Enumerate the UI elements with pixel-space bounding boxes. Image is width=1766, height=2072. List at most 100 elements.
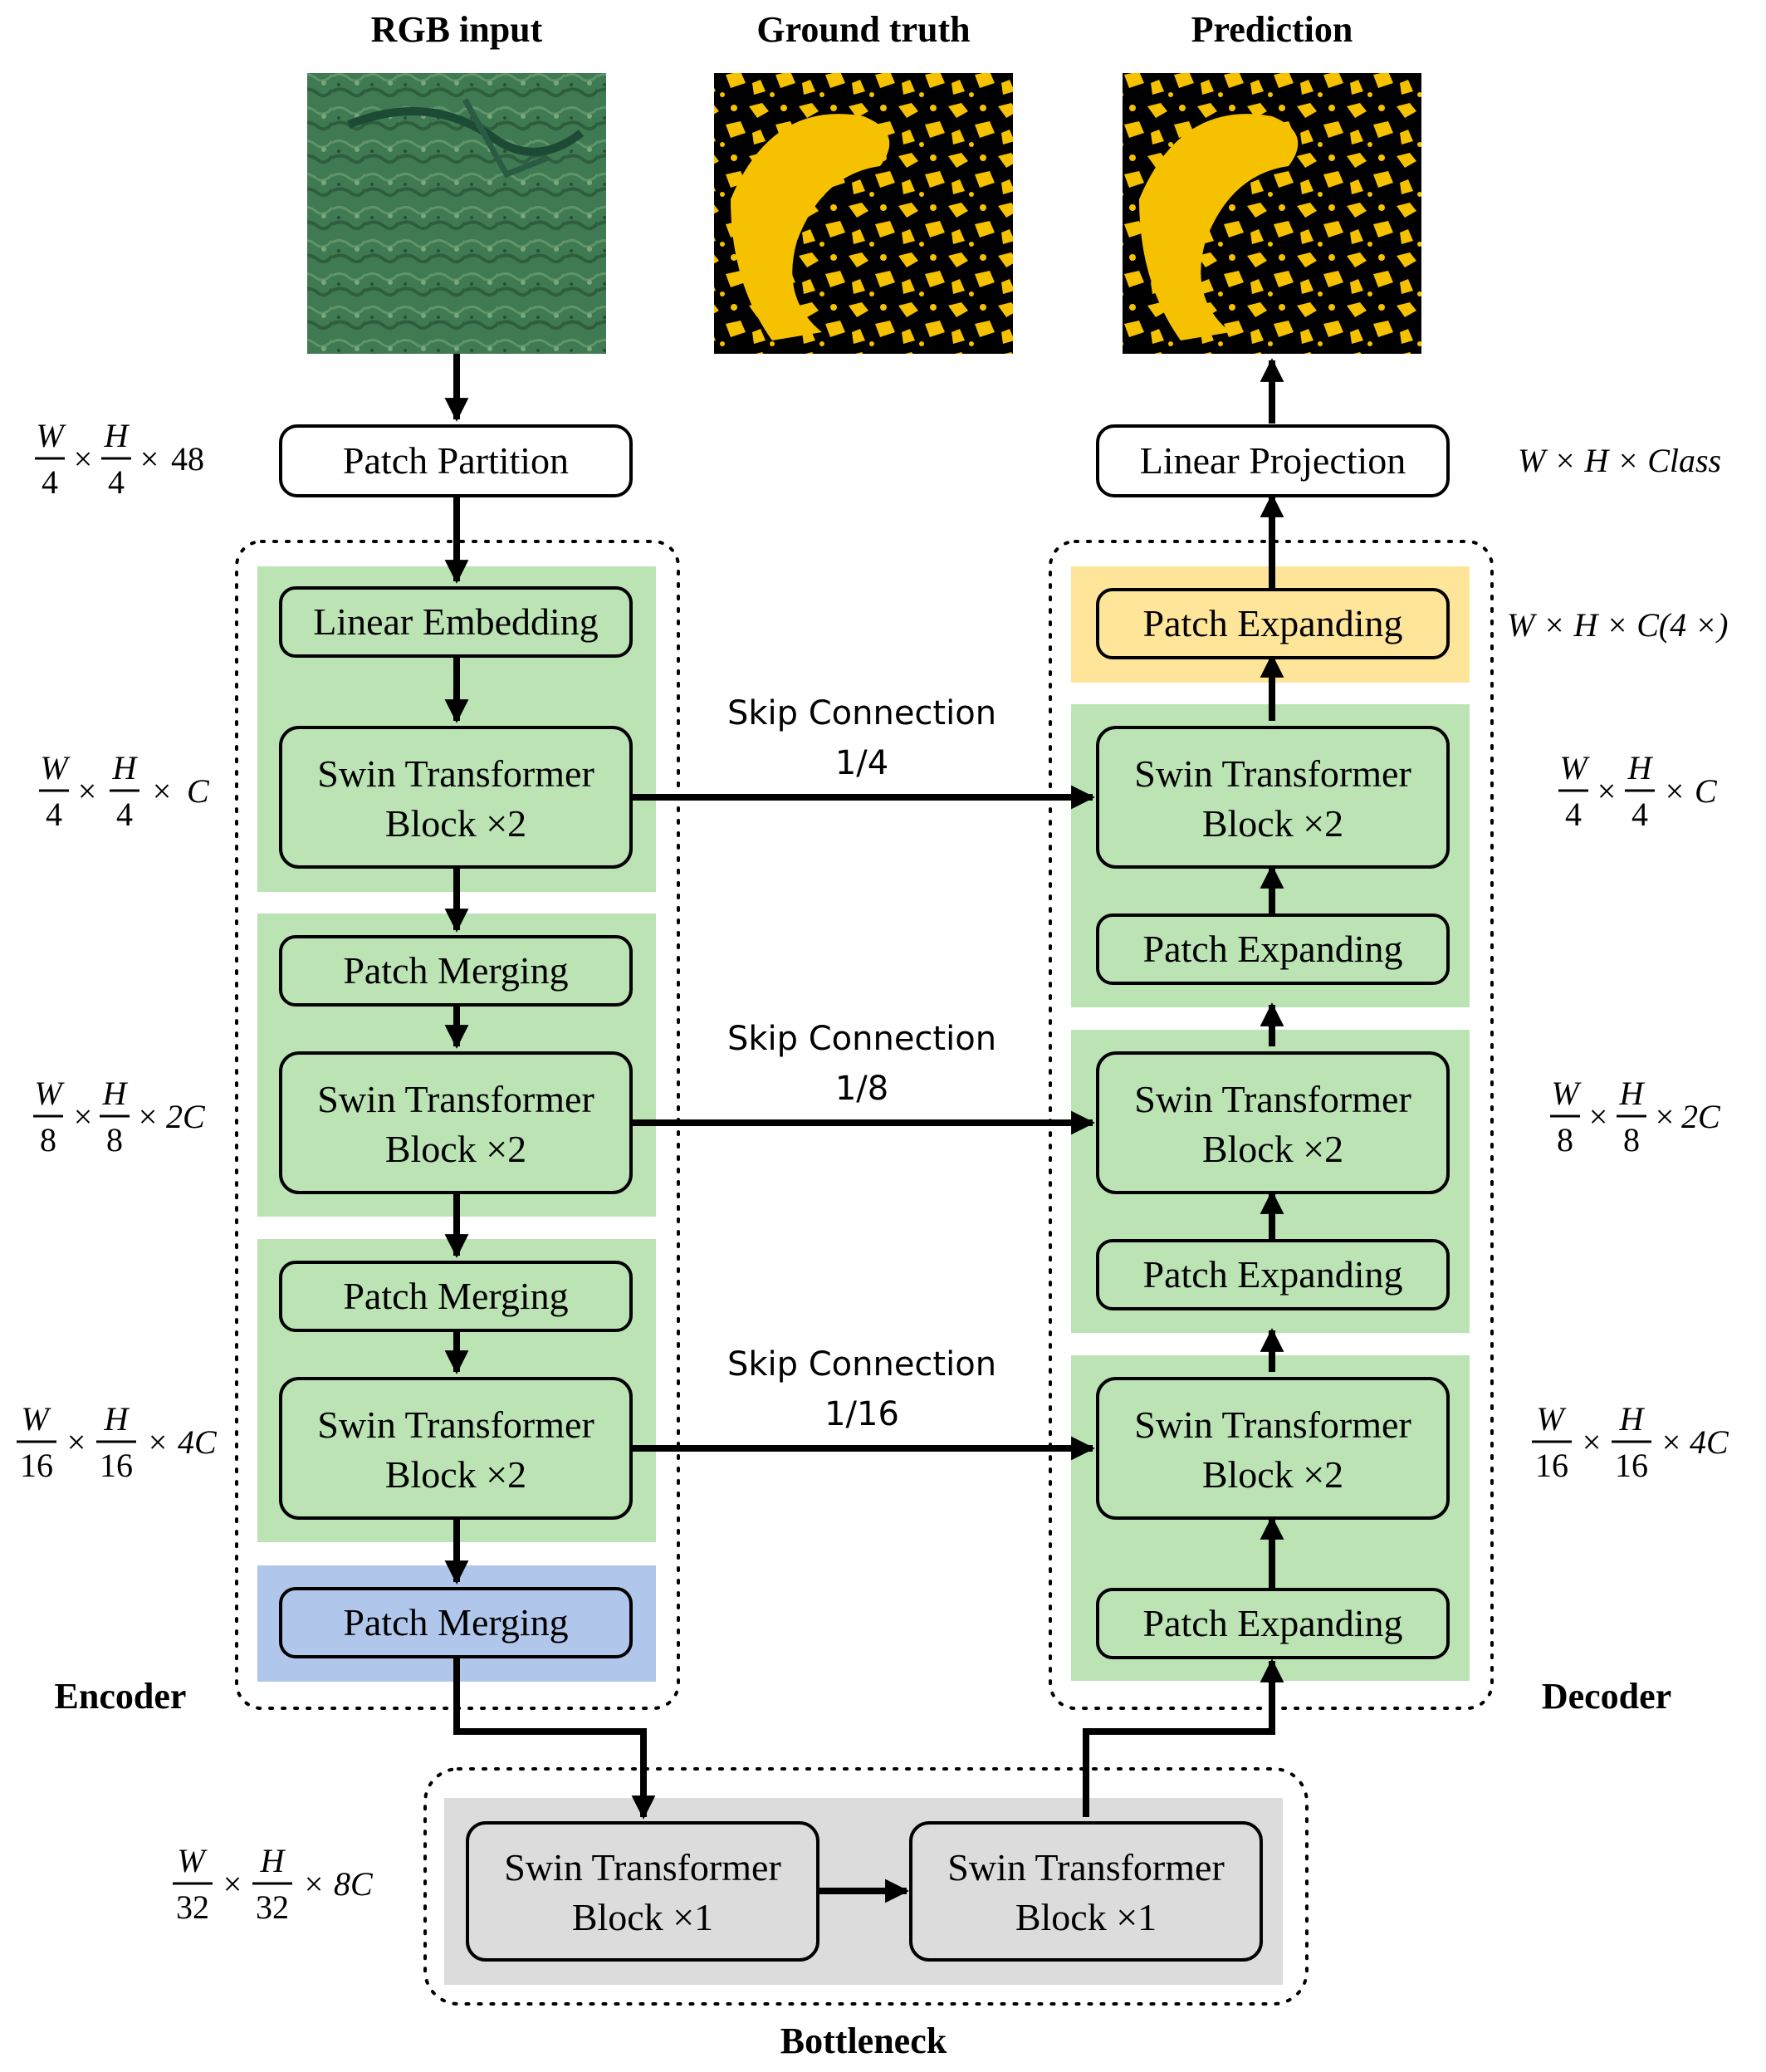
bottleneck-a-line2: Block ×1 xyxy=(572,1896,713,1938)
svg-text:4: 4 xyxy=(46,796,62,833)
encoder-patch-merging-3 xyxy=(279,1587,633,1658)
svg-text:×: × xyxy=(140,440,159,478)
decoder-swin-block-3 xyxy=(1096,1377,1450,1520)
bottleneck-b-line1: Swin Transformer xyxy=(947,1846,1225,1888)
encoder-merging-2-label: Patch Merging xyxy=(343,1275,568,1317)
svg-text:H: H xyxy=(260,1842,286,1879)
dim-encoder-stage-3: W 16 × H 16 × 4C xyxy=(17,1400,218,1484)
dim-encoder-stage-1: W 4 × H 4 × C xyxy=(39,749,210,833)
dim-bottleneck: W 32 × H 32 × 8C xyxy=(173,1842,374,1926)
linear-projection-box xyxy=(1096,424,1450,497)
bottleneck-b-line2: Block ×1 xyxy=(1015,1896,1157,1938)
svg-text:W: W xyxy=(34,1075,65,1112)
svg-text:4: 4 xyxy=(108,463,125,501)
svg-text:4: 4 xyxy=(42,463,58,501)
decoder-swin-block-1 xyxy=(1096,726,1450,869)
svg-text:×: × xyxy=(223,1865,242,1903)
bottleneck-swin-block-b xyxy=(909,1821,1263,1962)
svg-text:4: 4 xyxy=(1565,796,1582,833)
svg-text:8: 8 xyxy=(106,1121,123,1158)
bottleneck-a-line1: Swin Transformer xyxy=(504,1846,781,1888)
linear-embedding-label: Linear Embedding xyxy=(313,600,599,643)
decoder-patch-expanding-1 xyxy=(1096,914,1450,985)
encoder-swin-2-line1: Swin Transformer xyxy=(317,1078,594,1120)
decoder-swin-3-line2: Block ×2 xyxy=(1202,1453,1343,1496)
decoder-swin-block-2 xyxy=(1096,1051,1450,1194)
svg-text:×: × xyxy=(1597,772,1617,810)
encoder-merging-1-label: Patch Merging xyxy=(343,949,568,992)
svg-text:4: 4 xyxy=(1631,796,1648,833)
svg-text:2C: 2C xyxy=(1681,1098,1721,1135)
svg-text:H: H xyxy=(102,1075,129,1112)
rgb-input-image xyxy=(307,73,606,354)
svg-text:8: 8 xyxy=(1557,1121,1573,1158)
decoder-expanding-top-label: Patch Expanding xyxy=(1143,602,1403,644)
dim-patch-partition: W 4 × H 4 × 48 xyxy=(35,417,204,501)
ground-truth-image xyxy=(714,73,1013,354)
svg-text:16: 16 xyxy=(1535,1447,1568,1484)
decoder-swin-1-line2: Block ×2 xyxy=(1202,802,1343,845)
decoder-swin-3-line1: Swin Transformer xyxy=(1134,1403,1411,1446)
connectors xyxy=(444,354,1284,1903)
svg-text:×: × xyxy=(78,772,97,810)
svg-text:×: × xyxy=(139,1098,158,1135)
decoder-patch-expanding-2 xyxy=(1096,1239,1450,1310)
svg-text:16: 16 xyxy=(1615,1447,1648,1484)
svg-text:16: 16 xyxy=(100,1447,133,1484)
svg-text:×: × xyxy=(1583,1423,1602,1461)
encoder-swin-1-line2: Block ×2 xyxy=(385,802,526,845)
decoder-swin-2-line2: Block ×2 xyxy=(1202,1128,1343,1170)
decoder-swin-2-line1: Swin Transformer xyxy=(1134,1078,1411,1120)
svg-text:8: 8 xyxy=(40,1121,56,1158)
svg-text:W: W xyxy=(1536,1400,1567,1438)
svg-text:×: × xyxy=(1589,1098,1608,1135)
encoder-swin-block-1 xyxy=(279,726,633,869)
svg-text:×: × xyxy=(74,440,93,478)
svg-text:H: H xyxy=(1619,1400,1646,1438)
svg-text:W: W xyxy=(36,417,66,454)
decoder-expanding-1-label: Patch Expanding xyxy=(1143,928,1403,970)
patch-partition-box xyxy=(279,424,633,497)
encoder-patch-merging-1 xyxy=(279,935,633,1007)
svg-text:W: W xyxy=(1559,749,1590,786)
encoder-swin-block-2 xyxy=(279,1051,633,1194)
svg-text:8: 8 xyxy=(1623,1121,1640,1158)
bottleneck-swin-block-a xyxy=(466,1821,819,1962)
encoder-merging-3-label: Patch Merging xyxy=(343,1601,568,1643)
svg-text:H: H xyxy=(104,417,130,454)
svg-text:×: × xyxy=(153,772,172,810)
dim-output: W × H × Class xyxy=(1518,442,1721,479)
svg-text:W: W xyxy=(1551,1075,1582,1112)
svg-text:W: W xyxy=(40,749,71,786)
svg-text:×: × xyxy=(74,1098,93,1135)
svg-text:H: H xyxy=(1627,749,1654,786)
svg-text:×: × xyxy=(305,1865,324,1903)
decoder-label: Decoder xyxy=(1542,1676,1671,1717)
svg-text:16: 16 xyxy=(20,1447,53,1484)
svg-text:32: 32 xyxy=(176,1888,209,1926)
linear-projection-label: Linear Projection xyxy=(1140,439,1406,482)
dim-decoder-stage-3: W 16 × H 16 × 4C xyxy=(1532,1400,1729,1484)
skip-2-label: Skip Connection xyxy=(727,1020,996,1058)
decoder-expanding-3-label: Patch Expanding xyxy=(1143,1602,1403,1644)
svg-text:×: × xyxy=(67,1423,86,1461)
svg-text:H: H xyxy=(112,749,139,786)
encoder-swin-1-line1: Swin Transformer xyxy=(317,752,594,795)
svg-text:×: × xyxy=(149,1423,168,1461)
encoder-swin-2-line2: Block ×2 xyxy=(385,1128,526,1170)
skip-2-ratio: 1/8 xyxy=(835,1070,888,1108)
bottleneck-container xyxy=(423,1767,1309,2006)
dim-annotations: W 4 × H 4 × 48 W 4 × H 4 × C W 8 × xyxy=(17,417,1729,1926)
bottleneck-label: Bottleneck xyxy=(780,2021,947,2061)
decoder-patch-expanding-top xyxy=(1096,588,1450,659)
svg-text:W: W xyxy=(177,1842,208,1879)
svg-text:48: 48 xyxy=(171,440,204,478)
encoder-patch-merging-2 xyxy=(279,1261,633,1332)
encoder-swin-3-line2: Block ×2 xyxy=(385,1453,526,1496)
svg-text:8C: 8C xyxy=(334,1865,374,1903)
dim-encoder-stage-2: W 8 × H 8 × 2C xyxy=(33,1075,206,1158)
dim-expanding: W × H × C(4 ×) xyxy=(1507,606,1729,644)
encoder-swin-3-line1: Swin Transformer xyxy=(317,1403,594,1446)
encoder-label: Encoder xyxy=(55,1676,187,1717)
